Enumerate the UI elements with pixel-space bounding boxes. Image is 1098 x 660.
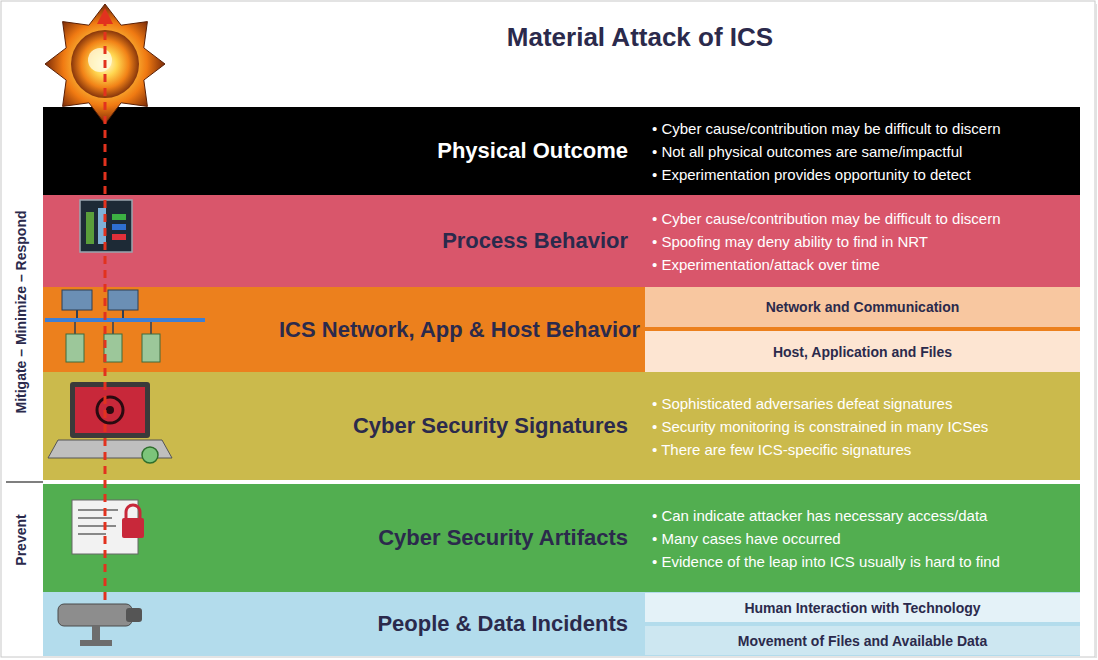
layer-band: Cyber Security Signatures • Sophisticated… xyxy=(43,372,1080,480)
bullet-point: • Cyber cause/contribution may be diffic… xyxy=(652,117,1074,140)
layer-band: ICS Network, App & Host Behavior Network … xyxy=(43,287,1080,372)
band-title: ICS Network, App & Host Behavior xyxy=(279,317,640,343)
band-fill xyxy=(43,592,1080,656)
infected-laptop-icon xyxy=(48,382,172,463)
bullet-point: • Security monitoring is constrained in … xyxy=(652,415,1074,438)
bullet-list: • Can indicate attacker has necessary ac… xyxy=(652,504,1074,573)
bullet-list: • Sophisticated adversaries defeat signa… xyxy=(652,392,1074,461)
bullet-list: • Cyber cause/contribution may be diffic… xyxy=(652,117,1074,186)
document-lock-icon xyxy=(72,500,144,554)
bullet-point: • Not all physical outcomes are same/imp… xyxy=(652,140,1074,163)
box-label: Human Interaction with Technology xyxy=(744,600,980,616)
layer-band: Cyber Security Artifacts • Can indicate a… xyxy=(43,484,1080,592)
bullet-point: • Cyber cause/contribution may be diffic… xyxy=(652,207,1074,230)
band-fill xyxy=(43,484,1080,592)
box-label: Movement of Files and Available Data xyxy=(738,633,987,649)
band-fill xyxy=(43,287,1080,372)
band-fill xyxy=(43,107,1080,195)
band-title: Physical Outcome xyxy=(437,138,628,164)
bullet-list: • Cyber cause/contribution may be diffic… xyxy=(652,207,1074,276)
bullet-point: • Evidence of the leap into ICS usually … xyxy=(652,550,1074,573)
bullet-point: • Spoofing may deny ability to find in N… xyxy=(652,230,1074,253)
sub-box: Network and Communication xyxy=(645,287,1080,327)
attack-path-arrow xyxy=(97,8,113,600)
band-title: Cyber Security Artifacts xyxy=(378,525,628,551)
side-label: Mitigate – Minimize – Respond xyxy=(12,132,30,492)
bullet-point: • Sophisticated adversaries defeat signa… xyxy=(652,392,1074,415)
bullet-point: • Experimentation provides opportunity t… xyxy=(652,163,1074,186)
band-fill xyxy=(43,372,1080,480)
diagram-title: Material Attack of ICS xyxy=(200,22,1080,53)
band-title: Cyber Security Signatures xyxy=(353,413,628,439)
bullet-point: • Experimentation/attack over time xyxy=(652,253,1074,276)
layer-band: Physical Outcome • Cyber cause/contributi… xyxy=(43,107,1080,195)
box-label: Host, Application and Files xyxy=(773,344,952,360)
bracket-divider xyxy=(6,481,43,483)
network-icon xyxy=(45,290,205,362)
sub-box: Host, Application and Files xyxy=(645,331,1080,372)
band-title: Process Behavior xyxy=(442,228,628,254)
bullet-point: • There are few ICS-specific signatures xyxy=(652,438,1074,461)
band-title: People & Data Incidents xyxy=(377,611,628,637)
frame-shadow xyxy=(1095,4,1097,658)
side-label: Prevent xyxy=(12,480,30,600)
bullet-point: • Many cases have occurred xyxy=(652,527,1074,550)
band-fill xyxy=(43,195,1080,287)
box-label: Network and Communication xyxy=(766,299,960,315)
bullet-point: • Can indicate attacker has necessary ac… xyxy=(652,504,1074,527)
layer-band: People & Data Incidents Human Interaction… xyxy=(43,592,1080,656)
security-camera-icon xyxy=(58,604,142,646)
layer-band: Process Behavior • Cyber cause/contributi… xyxy=(43,195,1080,287)
sub-box: Human Interaction with Technology xyxy=(645,593,1080,622)
sub-box: Movement of Files and Available Data xyxy=(645,626,1080,655)
